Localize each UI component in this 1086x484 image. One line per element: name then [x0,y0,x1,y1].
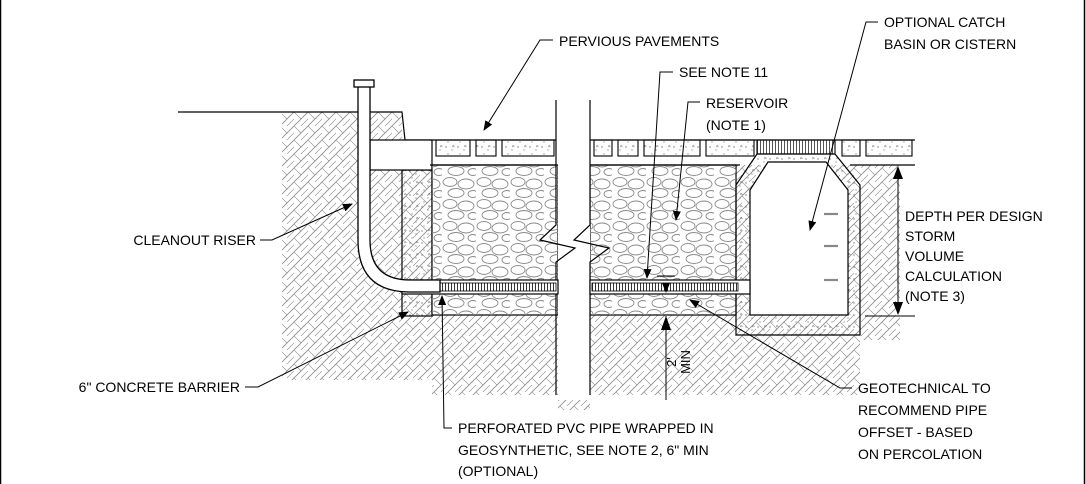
label-depth-1: DEPTH PER DESIGN [905,208,1043,224]
label-pipe-2: GEOSYNTHETIC, SEE NOTE 2, 6" MIN [458,442,709,458]
label-geo-1: GEOTECHNICAL TO [858,380,991,396]
label-optional-catch-1: OPTIONAL CATCH [884,14,1005,30]
label-cleanout-riser: CLEANOUT RISER [133,232,256,248]
label-depth-5: (NOTE 3) [905,288,965,304]
label-pipe-3: (OPTIONAL) [458,463,538,479]
label-geo-2: RECOMMEND PIPE [858,402,987,418]
label-depth-4: CALCULATION [905,268,1002,284]
pavers-left [435,139,555,157]
depth-dimension [865,164,915,317]
label-optional-catch-2: BASIN OR CISTERN [884,36,1016,52]
curb-top [369,139,433,171]
pavers-right [593,139,913,157]
label-min-value: 2' [664,357,679,367]
catch-basin-grate [756,139,836,155]
catch-basin-interior [749,161,849,316]
label-reservoir-1: RESERVOIR [706,95,788,111]
catch-basin-steps [824,212,838,282]
label-concrete-barrier: 6" CONCRETE BARRIER [79,379,240,395]
label-pipe-1: PERFORATED PVC PIPE WRAPPED IN [458,420,714,436]
break-gap [558,100,590,400]
cleanout-cap [353,79,375,88]
label-geo-4: ON PERCOLATION [858,446,982,462]
label-pervious-pavements: PERVIOUS PAVEMENTS [559,33,719,49]
label-min-unit: MIN [678,350,693,374]
cleanout-riser [357,85,441,293]
label-reservoir-2: (NOTE 1) [706,117,766,133]
label-depth-3: VOLUME [905,248,964,264]
leaders [245,21,878,429]
label-see-note-11: SEE NOTE 11 [679,64,768,80]
label-depth-2: STORM [905,228,955,244]
label-geo-3: OFFSET - BASED [858,424,973,440]
min-offset-dimension [657,275,675,400]
perforated-pipe-left [439,282,557,292]
